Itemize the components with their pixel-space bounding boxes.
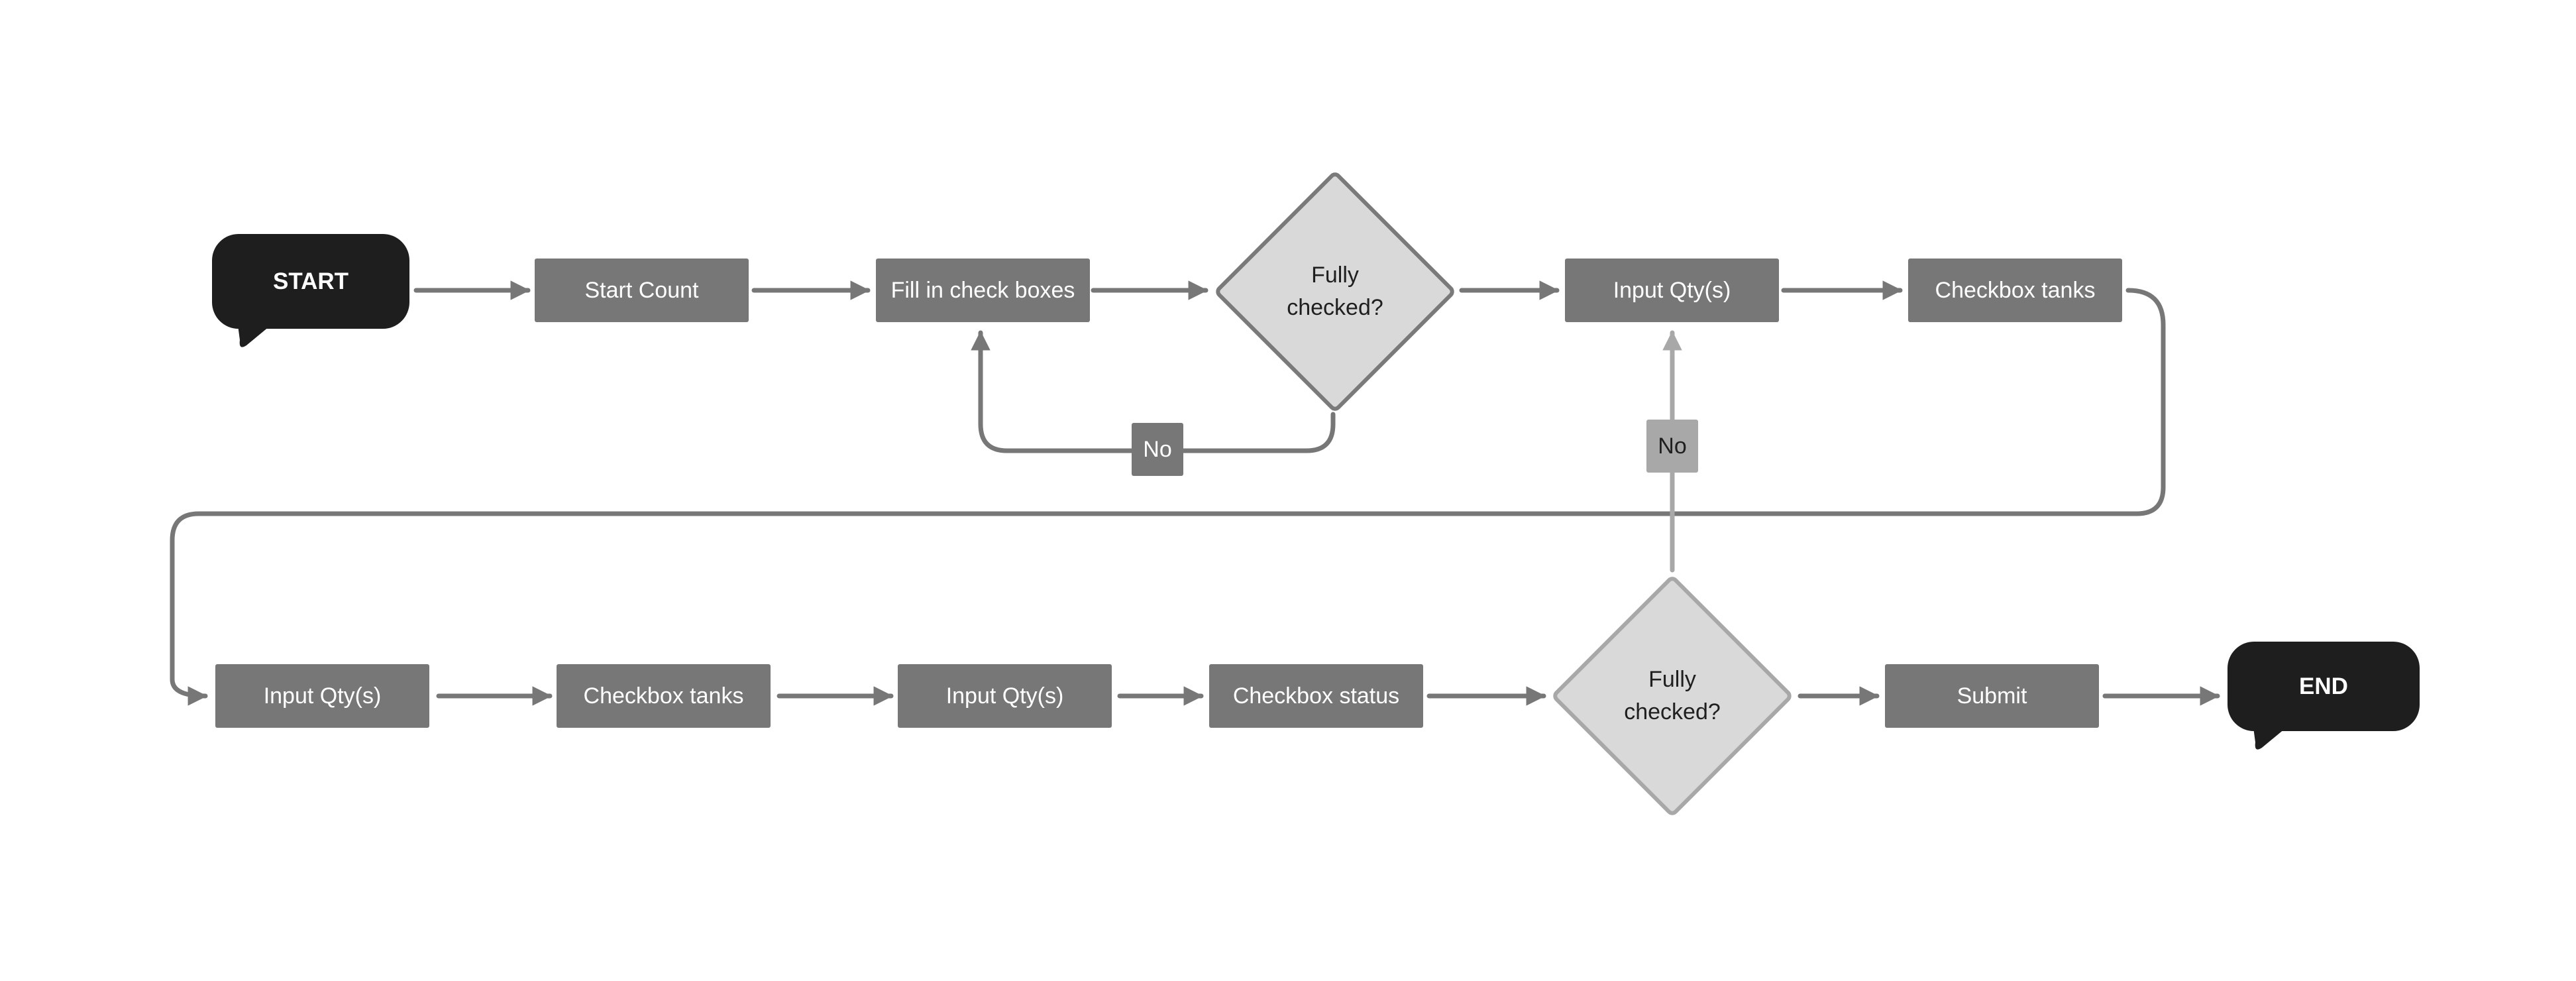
input-qty-2-label: Input Qty(s) bbox=[945, 683, 1064, 709]
end-terminal-tail bbox=[2253, 722, 2292, 750]
input-qty-step-2[interactable]: Input Qty(s) bbox=[898, 664, 1112, 728]
checkbox-tanks-bottom-label: Checkbox tanks bbox=[583, 683, 744, 709]
fully-checked-decision-top[interactable]: Fully checked? bbox=[1212, 169, 1458, 414]
checkbox-tanks-step-top[interactable]: Checkbox tanks bbox=[1908, 259, 2122, 322]
start-terminal[interactable]: START bbox=[212, 234, 409, 347]
checkbox-tanks-step-bottom[interactable]: Checkbox tanks bbox=[557, 664, 771, 728]
no-branch-label-top: No bbox=[1132, 423, 1183, 476]
start-count-step[interactable]: Start Count bbox=[535, 259, 749, 322]
start-terminal-label: START bbox=[272, 268, 349, 294]
end-terminal[interactable]: END bbox=[2227, 642, 2420, 750]
checkbox-status-label: Checkbox status bbox=[1232, 683, 1400, 709]
submit-label: Submit bbox=[1957, 683, 2027, 709]
input-qty-step-1[interactable]: Input Qty(s) bbox=[215, 664, 429, 728]
input-qty-step-top[interactable]: Input Qty(s) bbox=[1565, 259, 1779, 322]
end-terminal-label: END bbox=[2299, 673, 2348, 699]
decision-label-top: Fully checked? bbox=[1287, 262, 1383, 320]
start-terminal-tail bbox=[237, 320, 277, 347]
fill-check-boxes-step[interactable]: Fill in check boxes bbox=[876, 259, 1090, 322]
fully-checked-decision-bottom[interactable]: Fully checked? bbox=[1550, 573, 1795, 819]
fill-check-boxes-label: Fill in check boxes bbox=[890, 277, 1075, 303]
start-count-label: Start Count bbox=[584, 277, 699, 303]
input-qty-top-label: Input Qty(s) bbox=[1613, 277, 1731, 303]
no-branch-label-bottom: No bbox=[1646, 420, 1698, 473]
submit-step[interactable]: Submit bbox=[1885, 664, 2099, 728]
connector-row-wrap bbox=[170, 288, 2166, 706]
checkbox-status-step[interactable]: Checkbox status bbox=[1209, 664, 1423, 728]
checkbox-tanks-top-label: Checkbox tanks bbox=[1935, 277, 2096, 303]
input-qty-1-label: Input Qty(s) bbox=[263, 683, 382, 709]
decision-label-bottom: Fully checked? bbox=[1624, 666, 1721, 724]
